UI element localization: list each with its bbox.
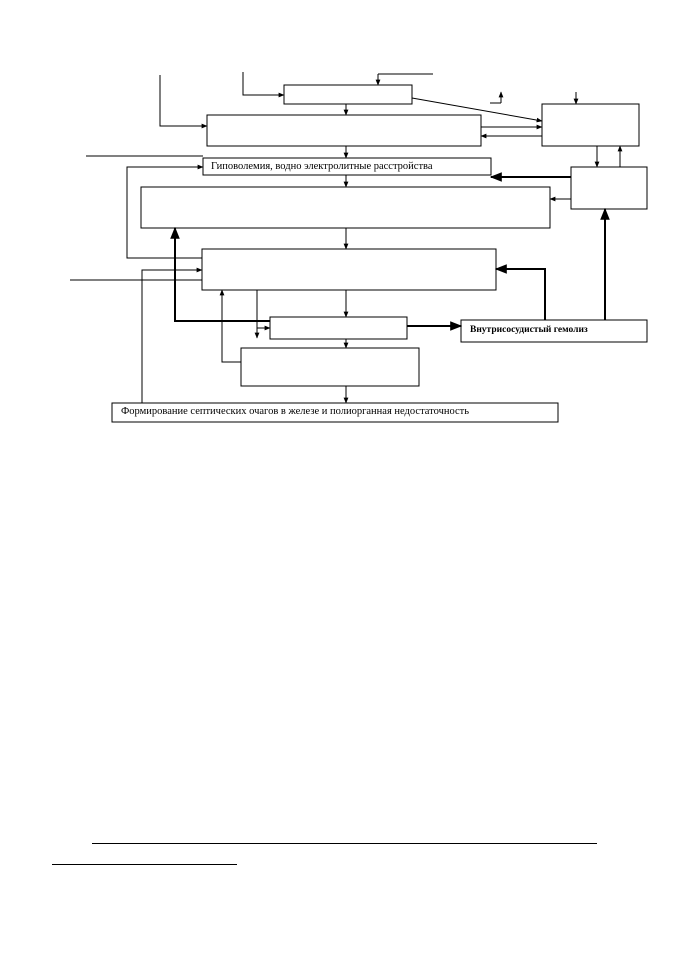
arrow-hemolysis-to-central (494, 264, 546, 320)
arrow-septic-loop-to-central (141, 267, 203, 403)
page-rule-long (92, 843, 597, 844)
box-wide (140, 186, 551, 229)
label-hemolysis: Внутрисосудистый гемолиз (470, 325, 588, 335)
arrow-left-input-small (242, 72, 285, 98)
box-hemolysis (460, 319, 648, 343)
box-right-upper (541, 103, 640, 147)
label-hypovolemia: Гиповолемия, водно электролитные расстро… (211, 161, 433, 172)
box-right-lower (570, 166, 648, 210)
box-second (206, 114, 482, 147)
box-lower (240, 347, 420, 387)
arrow-lower-loop-to-central (219, 289, 241, 363)
arrow-left-input-second (159, 75, 208, 129)
arrow-small-to-right-upper (411, 97, 543, 123)
box-central (201, 248, 497, 291)
box-septic-foci (111, 402, 559, 423)
arrow-left-loop-to-hypo (126, 164, 204, 259)
label-septic-foci: Формирование септических очагов в железе… (121, 406, 470, 417)
box-small-lower (269, 316, 408, 340)
arrow-central-branch-down (256, 290, 271, 331)
box-top-small (283, 84, 413, 105)
footnote-separator (52, 864, 237, 865)
arrow-small-lower-loop-to-wide (170, 226, 270, 322)
